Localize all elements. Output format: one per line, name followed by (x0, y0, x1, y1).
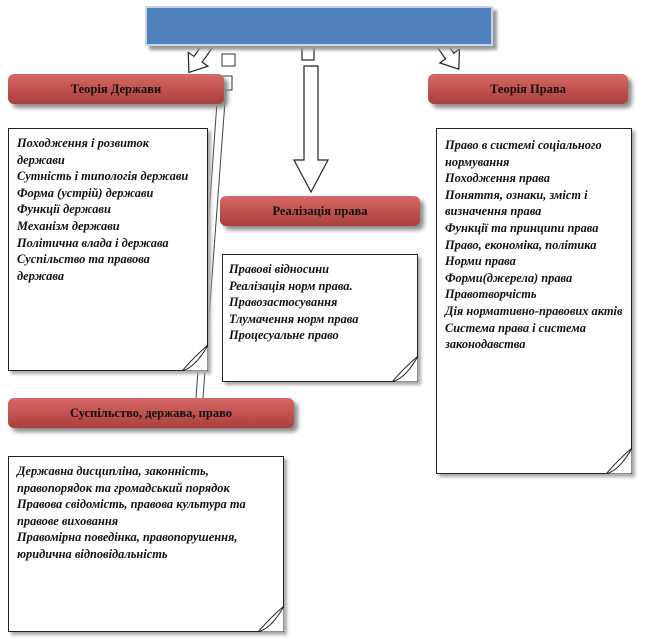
arrow-to-implementation (293, 43, 329, 194)
law-item: Правотворчість (445, 287, 537, 302)
implementation-item: Правозастосування (229, 295, 338, 310)
page-curl-icon (182, 345, 208, 371)
state-item: Політична влада і держава (17, 235, 169, 250)
law-item: Норми права (445, 254, 516, 269)
law-theory-title: Теорія Права (490, 81, 566, 96)
law-item: Дія нормативно-правових актів (445, 303, 623, 318)
state-theory-note: Походження і розвиток держави Сутність і… (8, 128, 208, 371)
law-item: Походження права (445, 171, 550, 186)
state-item: Форма (устрій) держави (17, 185, 154, 200)
page-curl-icon (258, 606, 284, 632)
law-item: Право, економіка, політика (445, 237, 597, 252)
state-theory-title: Теорія Держави (70, 81, 162, 96)
law-item: Форми(джерела) права (445, 270, 573, 285)
law-item: Поняття, ознаки, зміст і визначення прав… (445, 187, 588, 219)
state-item: Суспільство та правова держава (17, 252, 150, 283)
top-box (145, 6, 493, 46)
law-theory-header: Теорія Права (428, 74, 628, 104)
society-note: Державна дисципліна, законність, правопо… (8, 456, 284, 632)
state-item: Механізм держави (17, 218, 120, 233)
society-header: Суспільство, держава, право (8, 398, 294, 428)
implementation-item: Тлумачення норм права (229, 311, 359, 326)
society-item: Правова свідомість, правова культура та … (17, 497, 246, 528)
society-item: Правомірна поведінка, правопорушення, юр… (17, 530, 238, 561)
implementation-header: Реалізація права (220, 196, 420, 226)
connector-box-1 (221, 53, 236, 67)
state-theory-header: Теорія Держави (8, 74, 224, 104)
law-item: Система права і система законодавства (445, 320, 586, 352)
implementation-note: Правові відносини Реалізація норм права.… (222, 254, 418, 382)
law-theory-note: Право в системі соціального нормування П… (436, 128, 632, 474)
state-item: Функції держави (17, 202, 111, 217)
implementation-item: Правові відносини (229, 262, 330, 276)
society-title: Суспільство, держава, право (70, 405, 232, 420)
implementation-title: Реалізація права (272, 203, 368, 218)
page-curl-icon (606, 448, 632, 474)
implementation-item: Реалізація норм права. (229, 278, 353, 293)
society-item: Державна дисципліна, законність, правопо… (17, 464, 230, 495)
law-item: Право в системі соціального нормування (445, 138, 602, 169)
page-curl-icon (392, 356, 418, 382)
state-item: Сутність і типологія держави (17, 169, 189, 184)
law-item: Функції та принципи права (445, 220, 599, 235)
state-item: Походження і розвиток держави (17, 136, 150, 167)
implementation-item: Процесуальне право (229, 328, 339, 343)
